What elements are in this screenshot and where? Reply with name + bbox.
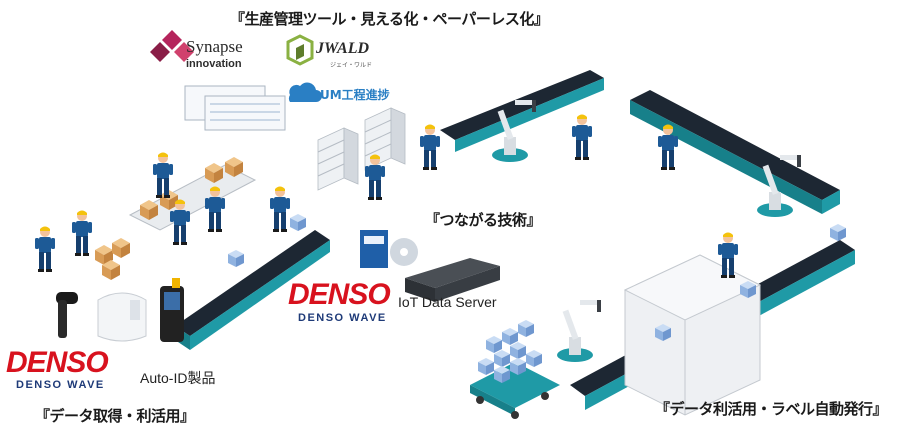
label-printer-icon (97, 292, 147, 342)
rack-station-1 (317, 127, 359, 191)
cart-with-boxes (470, 320, 560, 419)
jwald-kana-text: ジェイ・ワルド (330, 62, 373, 69)
worker-icon (35, 226, 55, 272)
um-cloud-icon (288, 82, 322, 102)
synapse-logo-icon (150, 30, 194, 62)
conveyor-belt-3 (630, 90, 840, 214)
software-package-icon (360, 230, 418, 268)
product-iot-data-server: IoT Data Server (398, 294, 497, 310)
heading-connected-technology: 『つながる技術』 (425, 211, 542, 229)
heading-production-tools: 『生産管理ツール・見える化・ペーパーレス化』 (230, 10, 549, 28)
denso-logo-middle: DENSO (288, 278, 391, 311)
package-icon (830, 224, 846, 241)
jwald-logo-icon (286, 34, 314, 66)
worker-icon (270, 186, 290, 232)
synapse-logo-text: Synapse (186, 37, 243, 56)
jwald-logo-text: JWALD (316, 40, 370, 57)
software-screenshots (184, 85, 286, 131)
handheld-terminal-icon (160, 278, 184, 342)
server-room-box (623, 254, 762, 416)
package-icon (290, 214, 306, 231)
barcode-scanner-icon (56, 292, 78, 338)
heading-label-issuance: 『データ利活用・ラベル自動発行』 (655, 400, 888, 418)
worker-icon (572, 114, 592, 160)
product-auto-id: Auto-ID製品 (140, 370, 216, 386)
iot-server-box-icon (405, 258, 500, 302)
package-icon (228, 250, 244, 267)
robot-arm-icon (557, 300, 601, 362)
um-logo-text: UM工程進捗 (320, 88, 390, 102)
heading-data-acquisition: 『データ取得・利活用』 (35, 407, 195, 425)
denso-logo-left: DENSO (6, 346, 109, 379)
denso-wave-logo-middle: DENSO WAVE (298, 312, 387, 324)
box-stack-left (95, 238, 130, 280)
denso-wave-logo-left: DENSO WAVE (16, 379, 105, 391)
worker-icon (72, 210, 92, 256)
packing-workbench (128, 157, 257, 231)
worker-icon (420, 124, 440, 170)
synapse-innovation-text: innovation (186, 58, 242, 70)
